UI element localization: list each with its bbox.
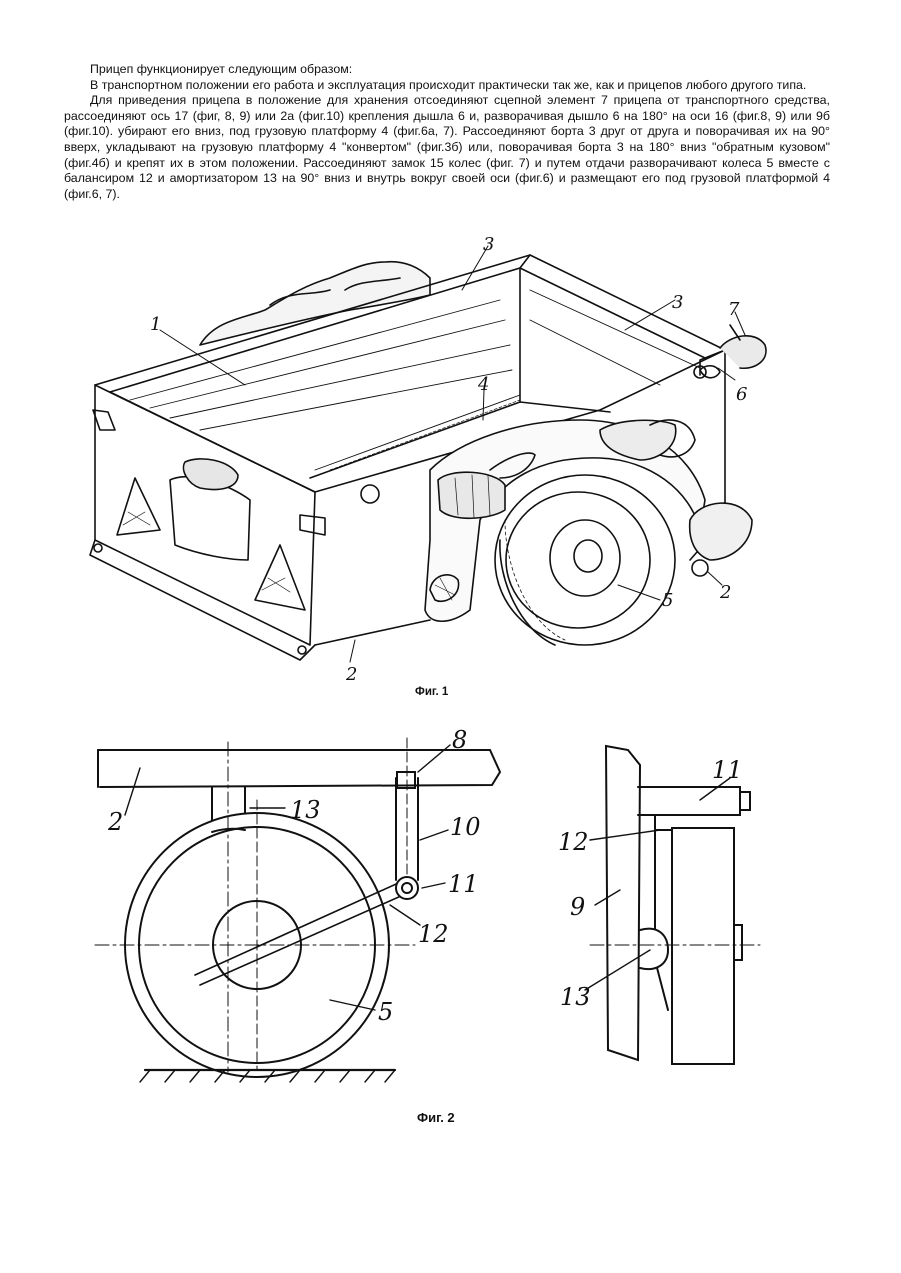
fig2-label-13: 13 (290, 796, 321, 824)
figure-1-trailer-drawing: 1 3 3 4 7 6 2 5 2 (60, 232, 780, 692)
fig1-label-4: 4 (477, 374, 489, 395)
side-label-12: 12 (558, 828, 589, 856)
fig2-label-12: 12 (418, 920, 449, 948)
paragraph-3: Для приведения прицепа в положение для х… (64, 93, 830, 202)
figure-2-side-view: 11 12 9 13 (550, 735, 780, 1075)
fig1-label-3a: 3 (483, 234, 494, 255)
figure-1-caption: Фиг. 1 (415, 686, 448, 698)
side-label-13: 13 (560, 983, 591, 1011)
paragraph-1: Прицеп функционирует следующим образом: (64, 62, 830, 78)
figure-2-caption: Фиг. 2 (417, 1110, 455, 1125)
fig1-label-2a: 2 (719, 582, 731, 603)
fig2-label-10: 10 (450, 813, 481, 841)
fig1-label-6: 6 (736, 384, 747, 405)
paragraph-2: В транспортном положении его работа и эк… (64, 78, 830, 94)
fig1-label-3b: 3 (672, 292, 683, 313)
fig1-label-7: 7 (728, 299, 740, 320)
fig2-label-2: 2 (107, 808, 123, 836)
fig2-label-11: 11 (448, 870, 479, 898)
fig1-label-1: 1 (150, 314, 161, 335)
side-label-9: 9 (570, 893, 585, 921)
fig1-label-2b: 2 (345, 664, 357, 685)
fig2-label-5: 5 (378, 998, 393, 1026)
fig1-label-5: 5 (662, 590, 673, 611)
figure-2-front-view: 8 2 13 10 11 12 5 (88, 725, 508, 1090)
side-label-11: 11 (712, 756, 743, 784)
body-text: Прицеп функционирует следующим образом: … (64, 62, 830, 202)
fig2-label-8: 8 (452, 726, 467, 754)
